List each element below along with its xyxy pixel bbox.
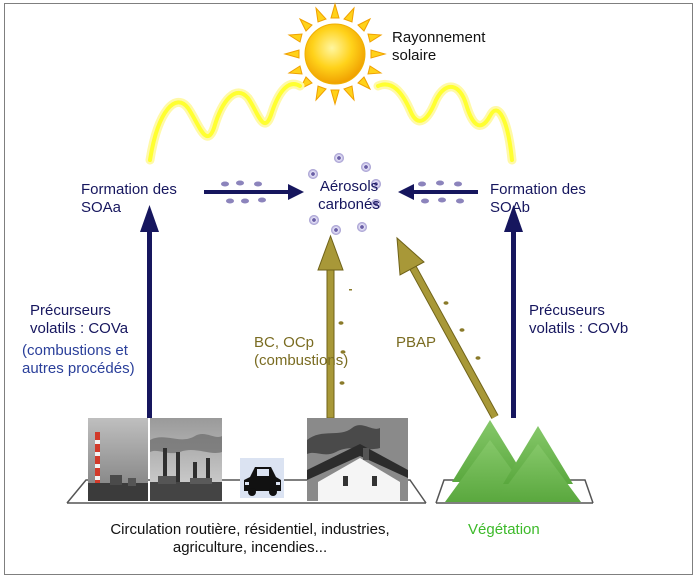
industry-chimney-image [88, 418, 148, 501]
soa-particles-right [418, 180, 464, 204]
aerosol-particle [371, 179, 381, 189]
aerosol-particle [308, 169, 318, 179]
soa-particles-left [221, 180, 266, 204]
aerosol-particle [331, 225, 341, 235]
aerosol-particle [309, 215, 319, 225]
figure-frame [4, 3, 693, 575]
precursors-cova-label: Précurseurs volatils : COVa [30, 302, 129, 337]
arrow-pbap-to-aerosols [396, 236, 499, 419]
solar-ray-right [373, 80, 517, 165]
house-chimney-image [307, 418, 408, 501]
soab-formation-label: Formation des SOAb [490, 181, 586, 216]
solar-ray-left [145, 79, 305, 165]
arrow-cova-to-soaa [140, 205, 159, 418]
arrow-bc-to-aerosols [317, 234, 344, 419]
pbap-particles [443, 301, 481, 360]
vegetation-trees-icon [445, 420, 581, 502]
aerosol-particle [371, 199, 381, 209]
aerosol-particle [334, 153, 344, 163]
precursors-covb-label: Précuseurs volatils : COVb [529, 302, 629, 337]
car-icon [240, 458, 284, 498]
aerosol-particle [357, 222, 367, 232]
sun-icon [283, 2, 387, 106]
emission-sources-label: Circulation routière, résidentiel, indus… [110, 521, 390, 556]
bc-ocp-label: BC, OCp (combustions) [254, 334, 349, 369]
vegetation-label: Végétation [468, 521, 540, 538]
sun-label: Rayonnement solaire [392, 29, 486, 64]
precursors-cova-sources: (combustions et autres procédés) [22, 342, 135, 377]
aerosol-particles [308, 153, 381, 235]
soaa-formation-label: Formation des SOAa [81, 181, 177, 216]
arrow-covb-to-soab [504, 205, 523, 418]
bc-particles [338, 289, 352, 385]
pbap-label: PBAP [396, 334, 437, 351]
arrow-soaa-to-aerosols [204, 184, 304, 200]
aerosol-particle [361, 162, 371, 172]
industry-smokestacks-image [150, 418, 222, 501]
arrow-soab-to-aerosols [398, 184, 478, 200]
aerosols-label: Aérosols carbonés [318, 178, 380, 213]
